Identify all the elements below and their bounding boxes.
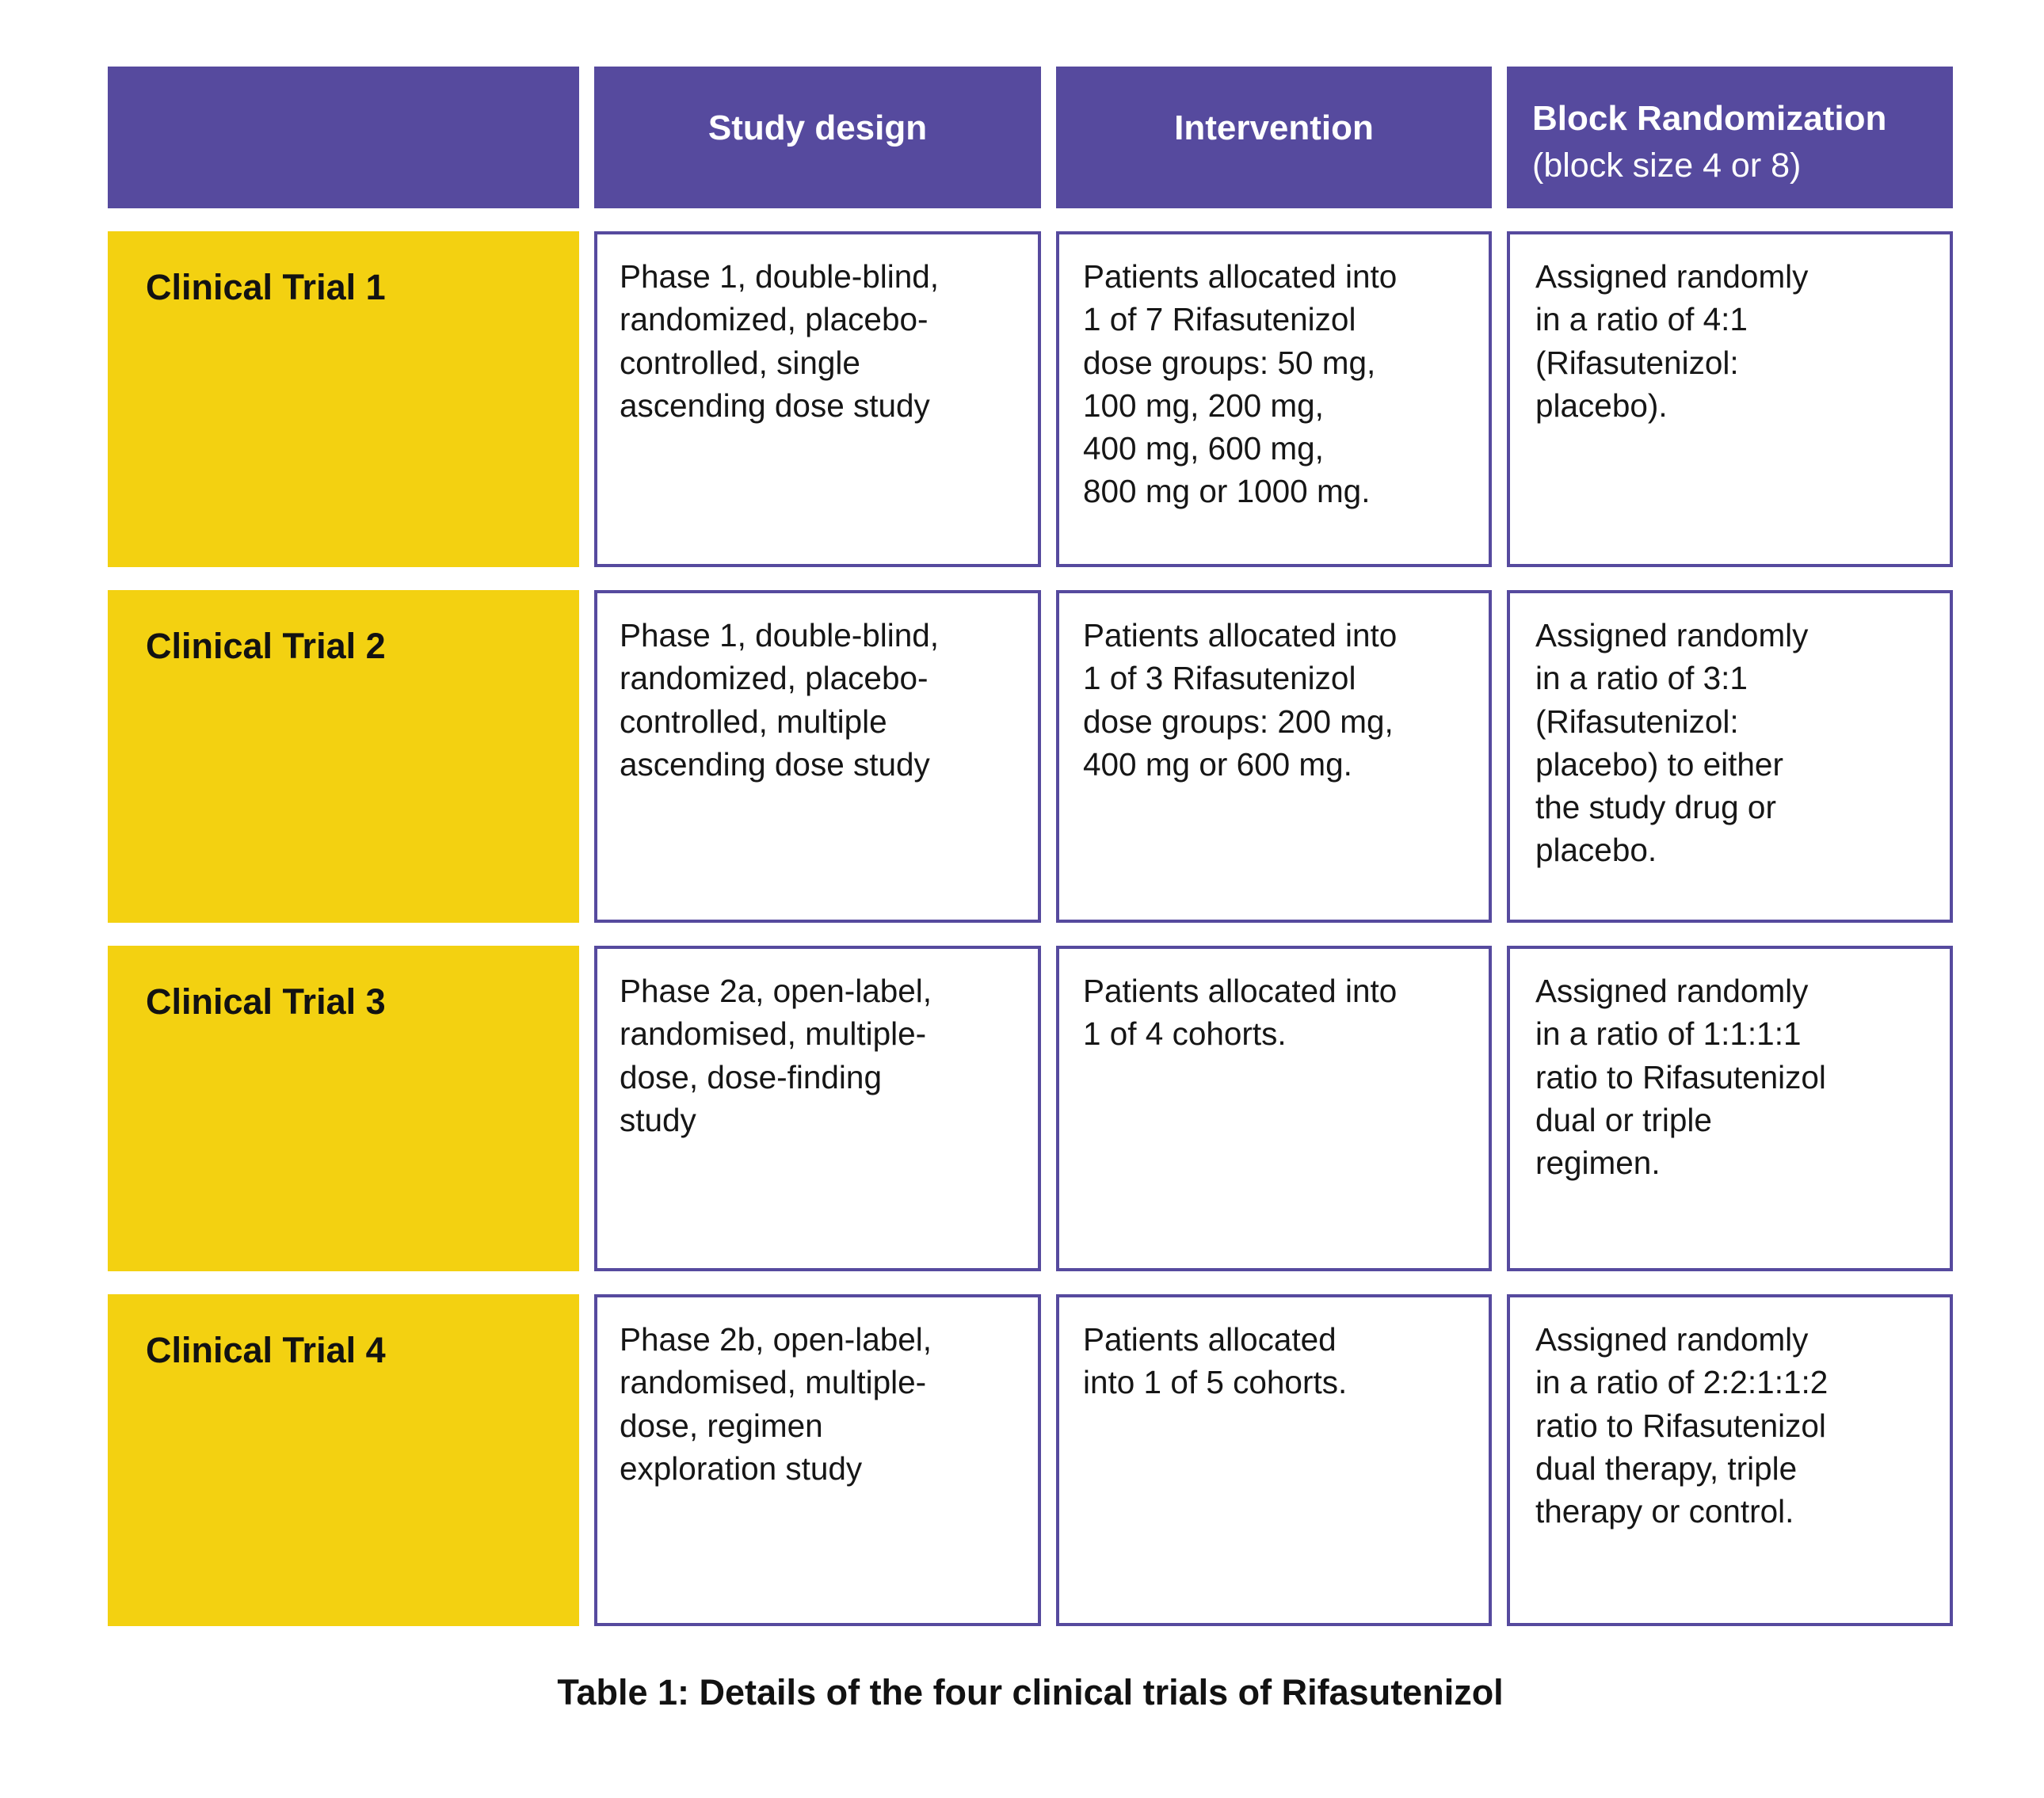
study-design-cell: Phase 1, double-blind, randomized, place… [594,231,1041,567]
intervention-cell: Patients allocated into 1 of 4 cohorts. [1056,946,1492,1271]
header-study-design-label: Study design [707,109,928,147]
trial-name-cell: Clinical Trial 3 [108,946,579,1271]
clinical-trials-figure: Study design Intervention Block Randomiz… [108,67,1953,1713]
trial-name-cell: Clinical Trial 2 [108,590,579,923]
block-randomization-cell: Assigned randomly in a ratio of 3:1 (Rif… [1507,590,1953,923]
header-block-randomization-label: Block Randomization [1532,99,1887,138]
trial-name-cell: Clinical Trial 4 [108,1294,579,1626]
block-randomization-cell: Assigned randomly in a ratio of 2:2:1:1:… [1507,1294,1953,1626]
intervention-cell: Patients allocated into 1 of 5 cohorts. [1056,1294,1492,1626]
trial-name-label: Clinical Trial 3 [146,981,386,1022]
block-randomization-cell: Assigned randomly in a ratio of 4:1 (Rif… [1507,231,1953,567]
study-design-cell: Phase 2a, open-label, randomised, multip… [594,946,1041,1271]
header-study-design: Study design [594,67,1041,208]
study-design-cell: Phase 1, double-blind, randomized, place… [594,590,1041,923]
header-empty-cell [108,67,579,208]
study-design-cell: Phase 2b, open-label, randomised, multip… [594,1294,1041,1626]
trial-name-label: Clinical Trial 2 [146,626,386,666]
trial-name-label: Clinical Trial 4 [146,1330,386,1370]
block-randomization-cell: Assigned randomly in a ratio of 1:1:1:1 … [1507,946,1953,1271]
intervention-cell: Patients allocated into 1 of 7 Rifasuten… [1056,231,1492,567]
header-block-size-note: (block size 4 or 8) [1532,147,1802,185]
table-caption: Table 1: Details of the four clinical tr… [557,1672,1504,1712]
trial-name-label: Clinical Trial 1 [146,267,386,307]
clinical-trials-table: Study design Intervention Block Randomiz… [108,67,1953,1626]
header-intervention: Intervention [1056,67,1492,208]
trial-name-cell: Clinical Trial 1 [108,231,579,567]
intervention-cell: Patients allocated into 1 of 3 Rifasuten… [1056,590,1492,923]
header-intervention-label: Intervention [1174,109,1374,147]
header-block-randomization: Block Randomization (block size 4 or 8) [1507,67,1953,208]
